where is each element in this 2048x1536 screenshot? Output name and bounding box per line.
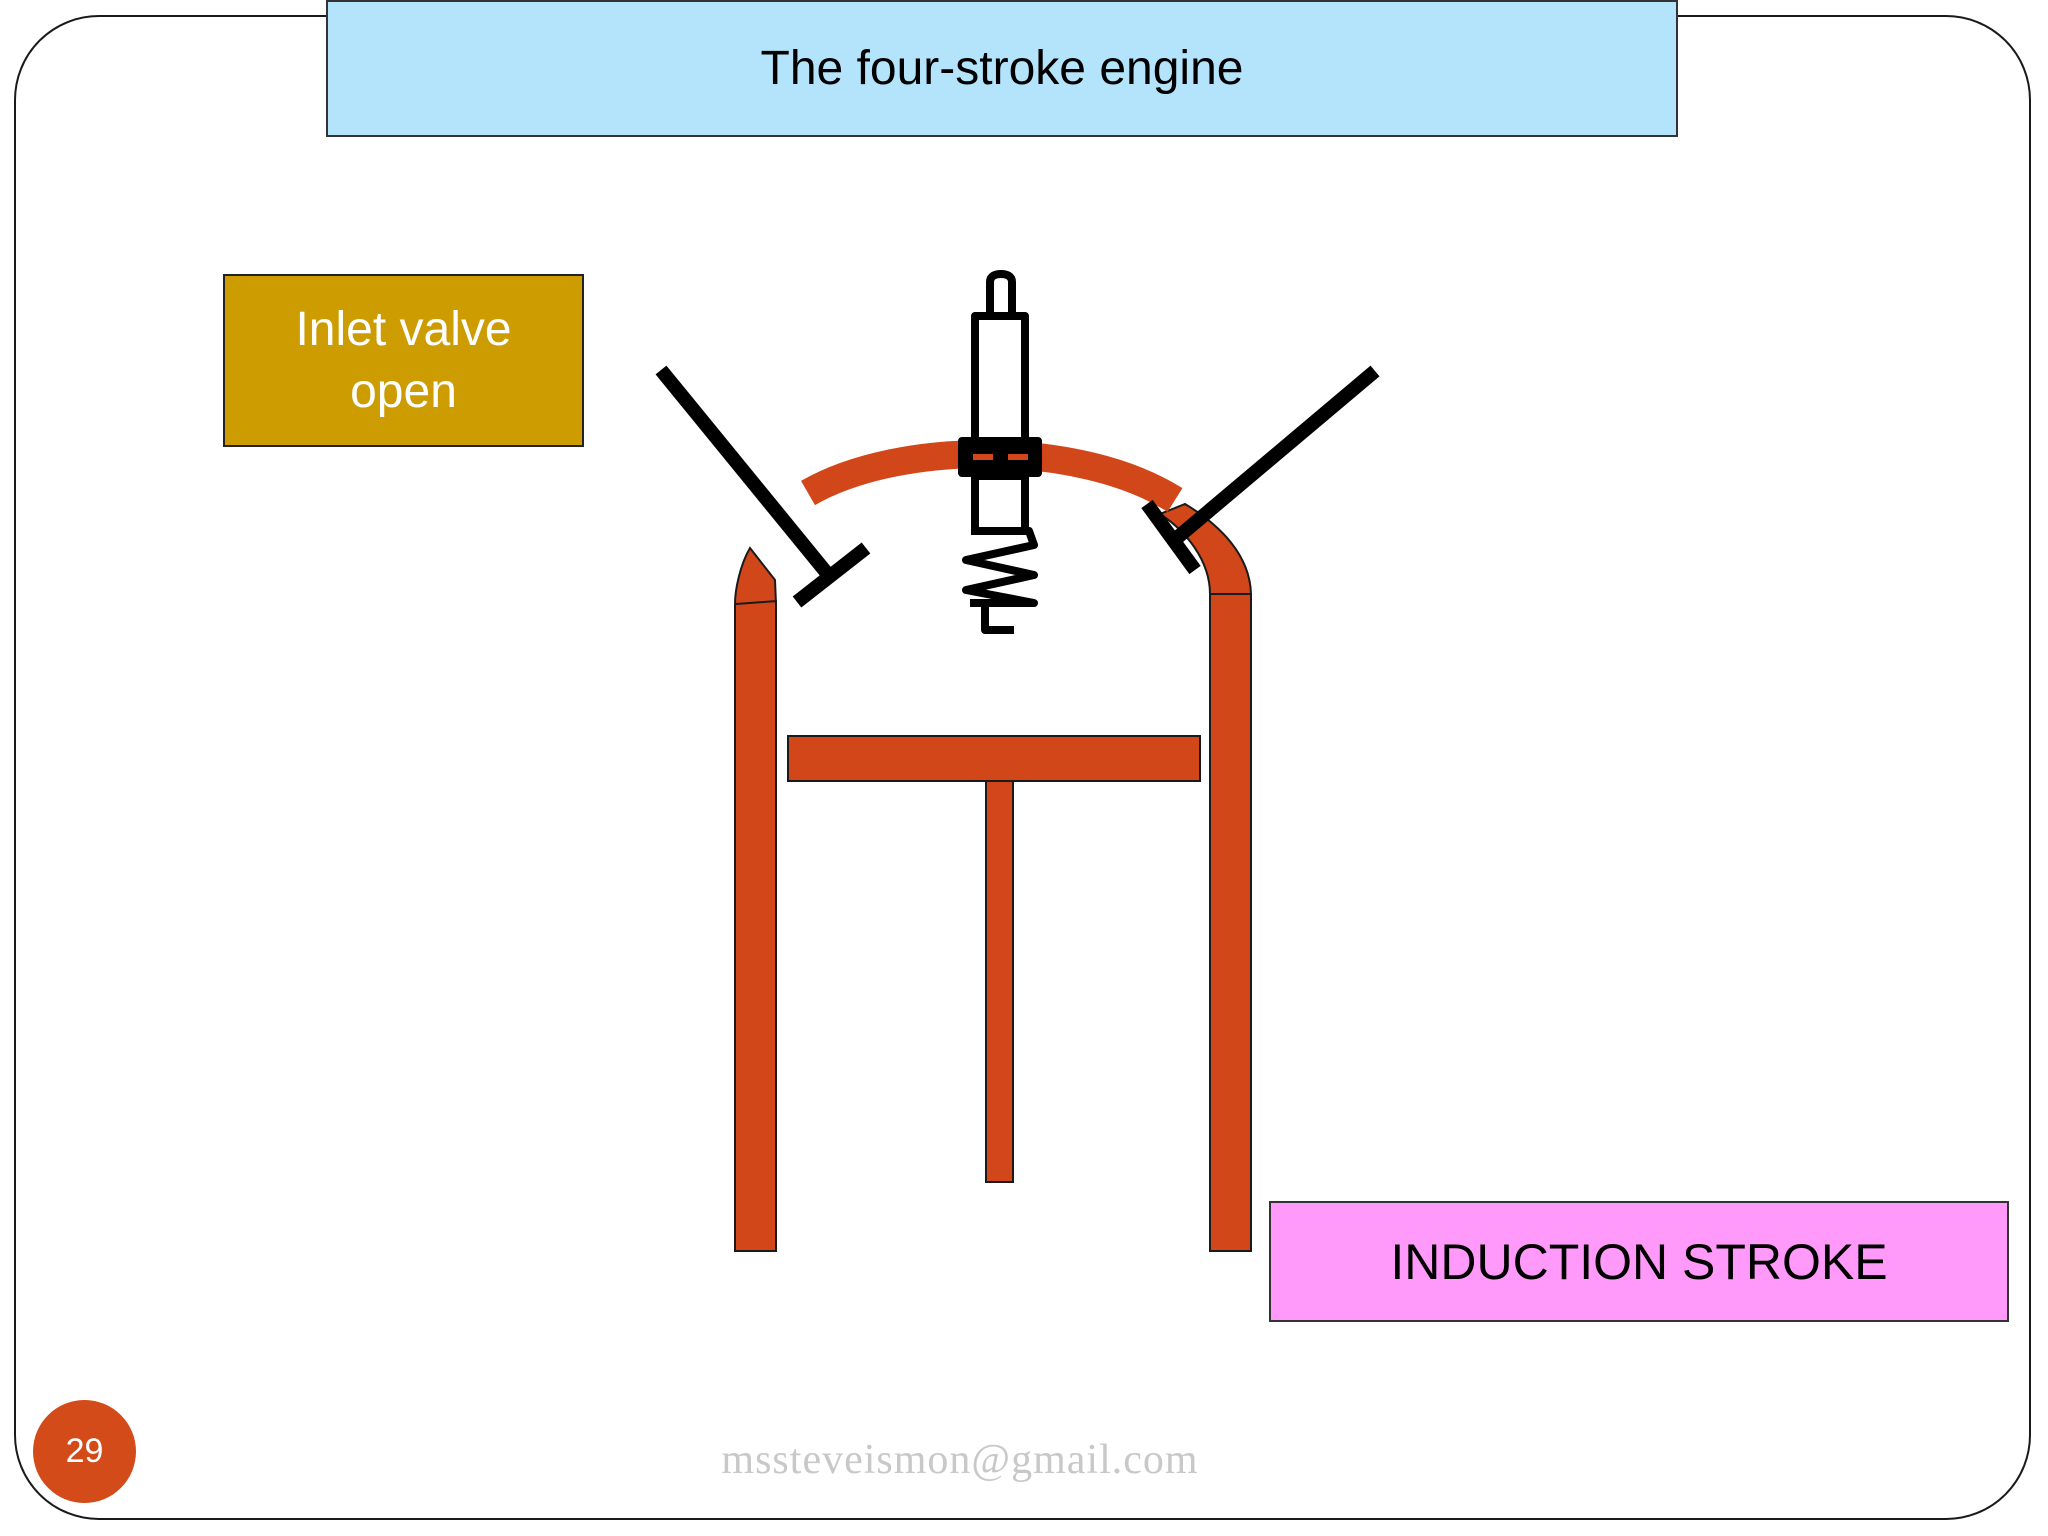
footer-email: mssteveismon@gmail.com [721,1437,1199,1483]
title-banner: The four-stroke engine [326,0,1678,137]
slide-title: The four-stroke engine [760,42,1244,95]
left-cylinder-wall [734,546,777,1252]
spark-plug-icon [958,270,1042,634]
connecting-rod [985,780,1014,1183]
page-number-badge: 29 [33,1400,136,1503]
piston-crown [787,735,1201,782]
inlet-valve [655,365,871,608]
left-wall-seam [735,600,778,605]
stroke-label: INDUCTION STROKE [1269,1201,2009,1322]
exhaust-valve [1141,365,1380,575]
right-cylinder-wall [1157,502,1252,1252]
inlet-valve-label: Inlet valve open [223,274,584,447]
inlet-label-line1: Inlet valve [295,302,512,356]
inlet-label-line2: open [350,364,457,418]
spark-plug-marks [973,454,1028,460]
stroke-label-text: INDUCTION STROKE [1390,1233,1888,1290]
page-number: 29 [65,1432,104,1470]
